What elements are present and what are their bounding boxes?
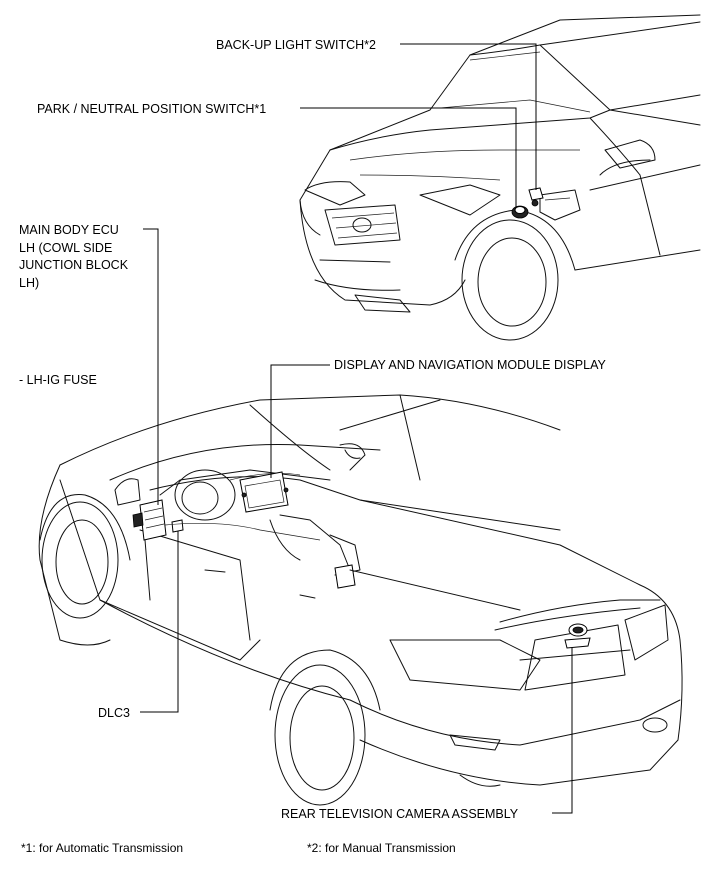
footnote-automatic: *1: for Automatic Transmission [21,841,184,855]
backup-light-switch-label: BACK-UP LIGHT SWITCH*2 [216,38,376,52]
transmission-switch-parts [511,187,544,219]
dlc3-label: DLC3 [98,706,130,720]
main-body-ecu-label: MAIN BODY ECU LH (COWL SIDE JUNCTION BLO… [19,222,128,292]
lh-ig-fuse-label: - LH-IG FUSE [19,373,97,387]
main-body-ecu-line-3: JUNCTION BLOCK [19,258,129,272]
rear-car-illustration [38,394,683,806]
front-car-illustration [299,14,701,341]
display-navigation-module-label: DISPLAY AND NAVIGATION MODULE DISPLAY [334,358,606,372]
park-neutral-switch-label: PARK / NEUTRAL POSITION SWITCH*1 [37,102,267,116]
rear-camera-label: REAR TELEVISION CAMERA ASSEMBLY [281,807,519,821]
main-body-ecu-line-4: LH) [19,275,40,290]
main-body-ecu-line-1: MAIN BODY ECU [19,223,119,237]
leader-lines [140,43,573,814]
footnote-manual: *2: for Manual Transmission [307,841,456,855]
main-body-ecu-line-2: LH (COWL SIDE [19,240,113,255]
